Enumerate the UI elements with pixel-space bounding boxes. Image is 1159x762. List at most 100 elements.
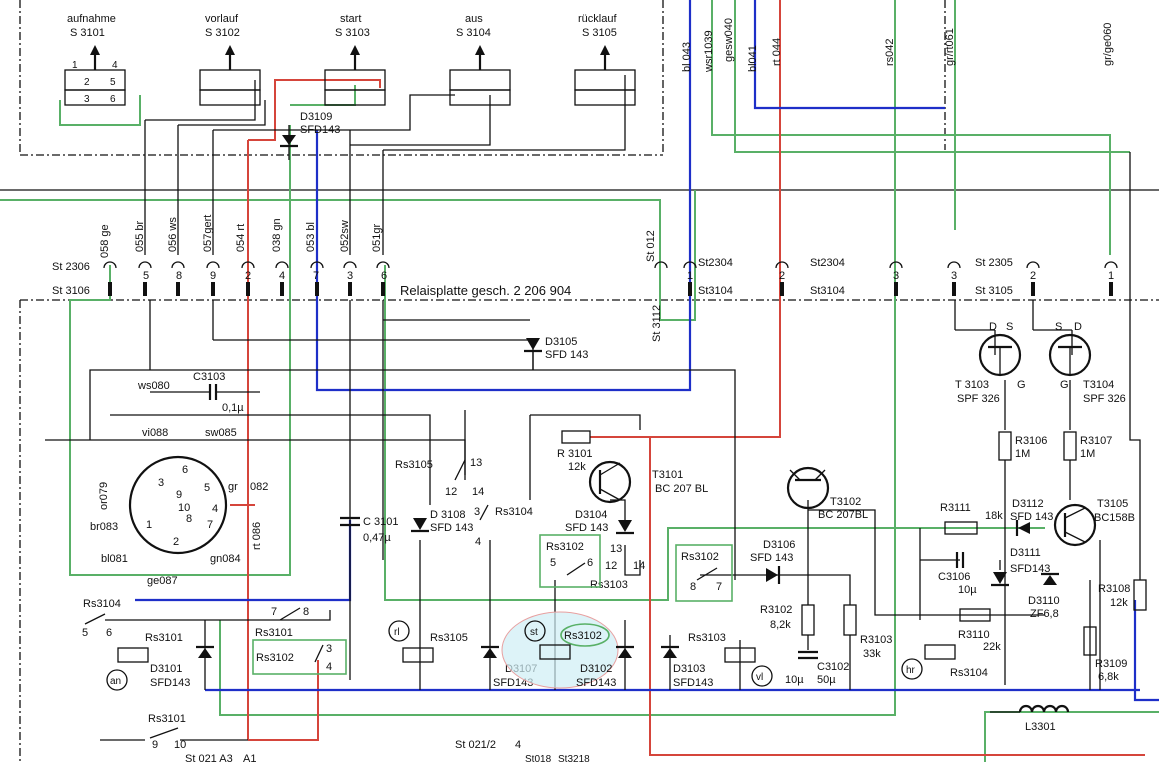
c3103-ref: C3103 [193, 371, 225, 383]
switch-name-ruecklauf: rücklauf [578, 13, 617, 25]
rs3101b-pin-8: 8 [303, 606, 309, 618]
t3101-ref: T3101 [652, 469, 683, 481]
diode-d3112 [1015, 520, 1030, 536]
conn-pin-r1: 1 [687, 270, 693, 282]
resistor-r3111 [944, 521, 978, 535]
switch-ref-aufnahme: S 3101 [70, 27, 105, 39]
capacitor-c3102 [798, 650, 818, 660]
wire-label-gesw040: gesw040 [723, 18, 735, 62]
d3104-ref: D3104 [575, 509, 607, 521]
r3107-value: 1M [1080, 448, 1095, 460]
diode-d3105 [524, 338, 542, 370]
din-pin-1: 1 [146, 519, 152, 531]
wire-label-bl041: bl041 [747, 45, 759, 72]
capacitor-c3101 [340, 516, 360, 527]
fet-t3104 [1048, 333, 1092, 377]
diode-d3101 [196, 645, 214, 658]
conn-pin-r5: 2 [1030, 270, 1036, 282]
r3103-value: 33k [863, 648, 881, 660]
rs3104c-ref: Rs3104 [83, 598, 121, 610]
t3105-type: BC158B [1094, 512, 1135, 524]
bottom-st021-2: St 021/2 [455, 739, 496, 751]
bottom-a1: A1 [243, 753, 256, 762]
d3108-ref: D 3108 [430, 509, 465, 521]
resistor-r3106 [998, 431, 1012, 461]
label-st3105: St 3105 [975, 285, 1013, 297]
diode-d3102 [616, 645, 634, 658]
rs3101a-ref: Rs3101 [145, 632, 183, 644]
r3106-ref: R3106 [1015, 435, 1047, 447]
r3109-value: 6,8k [1098, 671, 1119, 683]
fet-label-s1: S [1006, 321, 1013, 333]
rs3104c-pin-5: 5 [82, 627, 88, 639]
wire-rt086: rt 086 [251, 522, 263, 550]
switch-name-aufnahme: aufnahme [67, 13, 116, 25]
contact-rs3105 [454, 459, 489, 521]
r3110-ref: R3110 [958, 629, 990, 641]
diode-d3107 [481, 645, 499, 658]
relay-rs3101 [117, 647, 149, 663]
diode-d3109 [280, 125, 298, 160]
capacitor-c3103 [150, 384, 260, 400]
din-pin-4: 4 [212, 503, 218, 515]
rs3102c-ref: Rs3102 [256, 652, 294, 664]
rs3105-ref: Rs3105 [395, 459, 433, 471]
rs3105-pin-13: 13 [470, 457, 482, 469]
wire-label-grge060: gr/ge060 [1102, 23, 1114, 66]
transistor-t3101 [588, 460, 632, 504]
conn-pin-r4: 3 [951, 270, 957, 282]
d3106-type: SFD 143 [750, 552, 793, 564]
rs3104-ref: Rs3104 [495, 506, 533, 518]
bottom-st018: St018 [525, 754, 552, 762]
wire-label-055br: 055 br [134, 220, 146, 252]
bottom-st021a3: St 021 A3 [185, 753, 233, 762]
switch-ref-aus: S 3104 [456, 27, 491, 39]
d3102-ref: D3102 [580, 663, 612, 675]
contact-rs3104 [84, 613, 106, 625]
t3105-ref: T3105 [1097, 498, 1128, 510]
rs3105-pin-14: 14 [472, 486, 484, 498]
diode-d3104 [616, 520, 634, 535]
rs3105b-ref: Rs3105 [430, 632, 468, 644]
c3106-value: 10µ [958, 584, 977, 596]
d3110-type: ZF6,8 [1030, 608, 1059, 620]
rs3104b-ref: Rs3104 [950, 667, 988, 679]
r3101-ref: R 3101 [557, 448, 592, 460]
switch-vorlauf [199, 45, 261, 106]
label-st3112: St 3112 [651, 305, 663, 342]
circle-an: an [110, 676, 121, 687]
rs3101c-ref: Rs3101 [148, 713, 186, 725]
rs3102a-ref: Rs3102 [546, 541, 584, 553]
d3101-ref: D3101 [150, 663, 182, 675]
t3101-type: BC 207 BL [655, 483, 708, 495]
pin-1: 1 [72, 60, 78, 71]
rs3102b-pin-8: 8 [690, 581, 696, 593]
wire-label-052sw: 052sw [339, 220, 351, 252]
relay-rs3103 [724, 647, 756, 663]
rs3104-pin-4: 4 [475, 536, 481, 548]
rs3102b-ref: Rs3102 [681, 551, 719, 563]
rs3102c-pin-3: 3 [326, 643, 332, 655]
t3104-ref: T3104 [1083, 379, 1114, 391]
c3102-value-b: 10µ [785, 674, 804, 686]
rs3102a-pin-5: 5 [550, 557, 556, 569]
wire-sw085: sw085 [205, 427, 237, 439]
c3102-value: 50µ [817, 674, 836, 686]
din-connector [128, 455, 228, 555]
switch-name-vorlauf: vorlauf [205, 13, 239, 25]
bottom-st3218: St3218 [558, 754, 590, 762]
r3102-value: 8,2k [770, 619, 791, 631]
wire-gn084: gn084 [210, 553, 241, 565]
pin-3: 3 [84, 94, 90, 105]
r3103-ref: R3103 [860, 634, 892, 646]
c3106-ref: C3106 [938, 571, 970, 583]
resistor-r3102 [801, 604, 815, 636]
d3103-ref: D3103 [673, 663, 705, 675]
switch-aus [449, 45, 511, 106]
fet-label-s2: S [1055, 321, 1062, 333]
d3111-type: SFD143 [1010, 563, 1050, 575]
contact-rs3101b [279, 607, 301, 621]
connector-sockets [103, 261, 1118, 269]
d3112-ref: D3112 [1012, 498, 1044, 510]
label-st2305: St 2305 [975, 257, 1013, 269]
